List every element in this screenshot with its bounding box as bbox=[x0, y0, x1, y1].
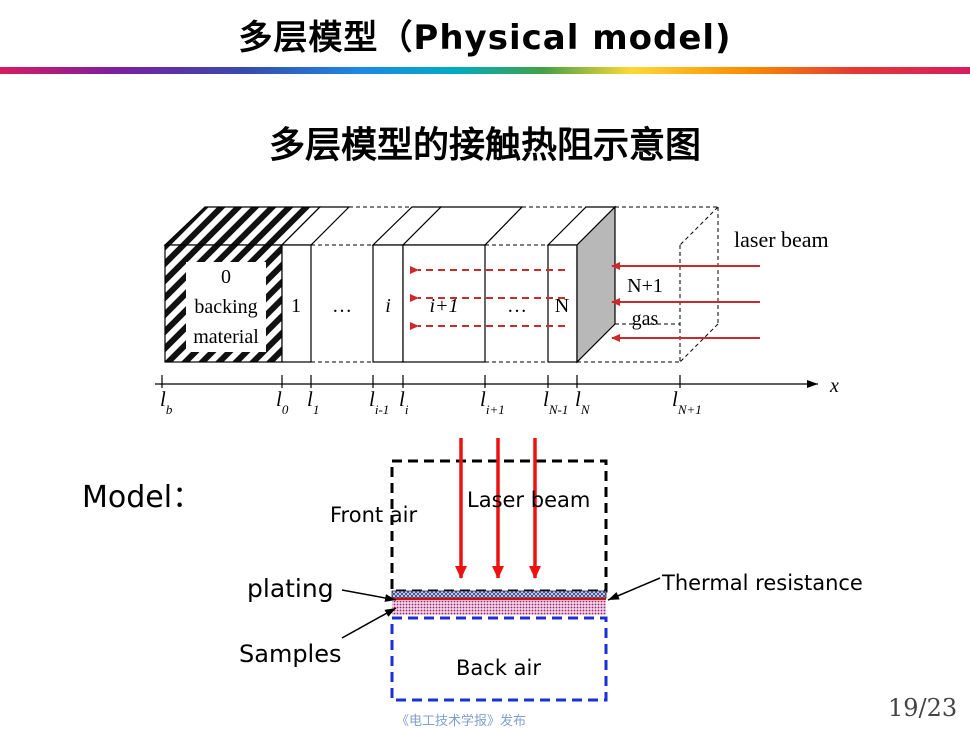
gas-label-1: N+1 bbox=[627, 275, 663, 297]
x-axis bbox=[155, 375, 818, 388]
back-air-box bbox=[390, 616, 608, 702]
model-diagram: Front air Laser beam Thermal resistance … bbox=[239, 438, 863, 702]
backing-label-1: backing bbox=[194, 296, 257, 318]
backing-label-2: material bbox=[193, 326, 259, 348]
laser-beam-arrows bbox=[611, 262, 760, 342]
layer-i-label: i bbox=[385, 295, 391, 317]
layer-i-plus-1-label: i+1 bbox=[429, 295, 458, 317]
tick-l-N: lN bbox=[575, 387, 591, 417]
diagram-subtitle: 多层模型的接触热阻示意图 bbox=[268, 125, 701, 166]
layer-i-block bbox=[371, 206, 443, 363]
gas-label-2: gas bbox=[632, 308, 659, 330]
tick-l-1: l1 bbox=[307, 387, 319, 417]
backing-label-0: 0 bbox=[221, 266, 231, 288]
layer-N-label: N bbox=[555, 295, 569, 317]
laser-beam-model-label: Laser beam bbox=[467, 488, 590, 512]
dashed-middle-layers bbox=[311, 206, 412, 363]
footer-source: 《电工技术学报》发布 bbox=[396, 714, 527, 729]
model-label: Model： bbox=[82, 480, 203, 515]
samples-label: Samples bbox=[239, 640, 342, 668]
layer-diagram: 0 backing material 1 … i i+1 … N N+1 gas… bbox=[155, 205, 839, 417]
tick-l-i: li bbox=[399, 387, 409, 417]
sample-layer bbox=[392, 601, 606, 615]
plating-layer bbox=[391, 590, 607, 599]
slide-title: 多层模型（Physical model) bbox=[238, 18, 732, 58]
dashed-layers-right bbox=[484, 206, 586, 363]
ellipsis-label-2: … bbox=[507, 295, 527, 317]
ellipsis-label-1: … bbox=[332, 295, 352, 317]
tick-l-i-plus-1: li+1 bbox=[480, 387, 505, 417]
layer-1-block bbox=[280, 206, 351, 363]
laser-down-arrows bbox=[455, 438, 541, 579]
callout-arrows bbox=[341, 577, 661, 639]
plating-label: plating bbox=[247, 574, 334, 603]
back-air-label: Back air bbox=[456, 656, 541, 680]
front-air-label: Front air bbox=[330, 503, 417, 527]
title-rainbow-divider bbox=[0, 67, 970, 74]
axis-label-x: x bbox=[829, 375, 839, 397]
tick-l-i-1: li-1 bbox=[369, 387, 389, 417]
thermal-resistance-label: Thermal resistance bbox=[661, 571, 863, 595]
page-number: 19/23 bbox=[888, 694, 958, 722]
layer-N-block bbox=[546, 205, 617, 364]
tick-l-0: l0 bbox=[276, 387, 289, 417]
layer-i-plus-1-block bbox=[401, 206, 524, 363]
tick-l-N-1: lN-1 bbox=[543, 387, 568, 417]
internal-heat-arrows bbox=[410, 266, 565, 330]
layer-1-label: 1 bbox=[291, 295, 301, 317]
tick-l-N-plus-1: lN+1 bbox=[672, 387, 702, 417]
tick-l-b: lb bbox=[160, 387, 173, 417]
tick-labels: lb l0 l1 li-1 li li+1 lN-1 lN lN+1 bbox=[160, 387, 702, 417]
laser-beam-label: laser beam bbox=[734, 227, 829, 252]
